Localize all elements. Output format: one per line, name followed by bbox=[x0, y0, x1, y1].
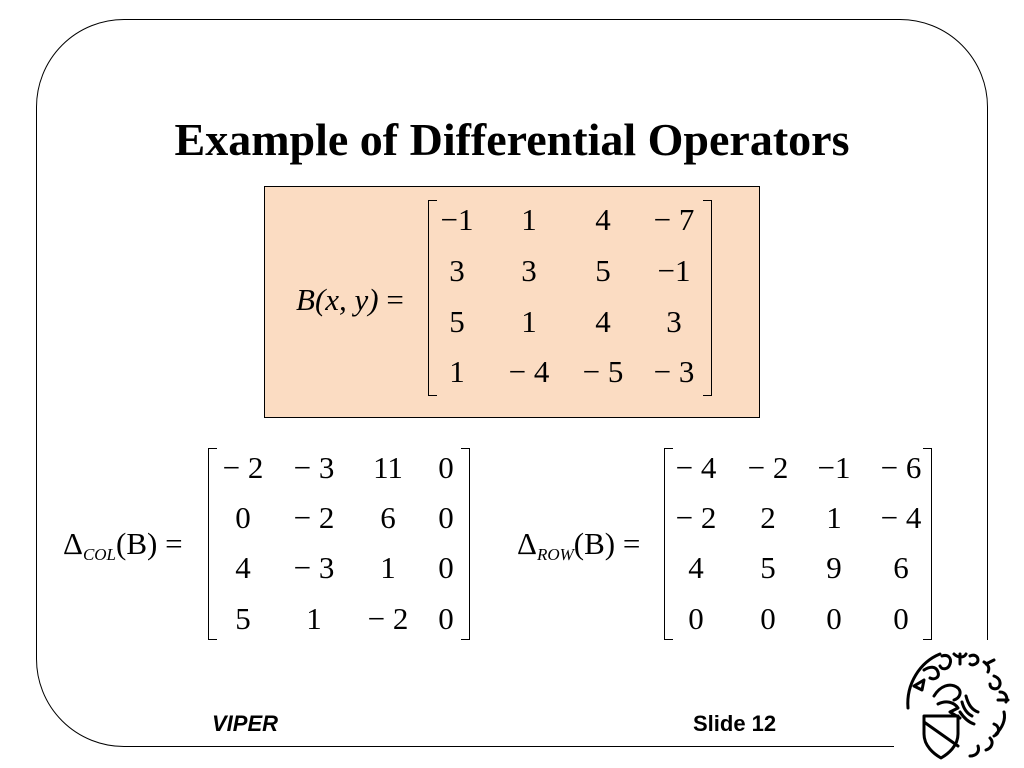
matrix-cell: 1 bbox=[449, 354, 465, 389]
matrix-cell: 0 bbox=[893, 601, 909, 636]
matrix-delta-col-left-bracket bbox=[208, 448, 217, 640]
matrix-delta-col: − 2 − 3 11 0 0 − 2 6 0 4 − 3 1 0 5 1 − 2 0 bbox=[208, 448, 470, 640]
matrix-cell: − 2 bbox=[222, 450, 264, 485]
matrix-cell: 1 bbox=[306, 601, 322, 636]
matrix-delta-row: − 4 − 2 −1 − 6 − 2 2 1 − 4 4 5 9 6 0 0 0 0 bbox=[664, 448, 932, 640]
matrix-cell: −1 bbox=[657, 253, 691, 288]
matrix-cell: 1 bbox=[521, 202, 537, 237]
delta-row-symbol: Δ bbox=[517, 526, 537, 561]
matrix-b: −1 1 4 − 7 3 3 5 −1 5 1 4 3 1 − 4 − 5 − 3 bbox=[428, 200, 712, 396]
matrix-cell: − 4 bbox=[508, 354, 550, 389]
matrix-cell: 4 bbox=[688, 550, 704, 585]
matrix-cell: 6 bbox=[380, 500, 396, 535]
matrix-delta-row-left-bracket bbox=[664, 448, 673, 640]
matrix-cell: − 5 bbox=[582, 354, 624, 389]
matrix-cell: 6 bbox=[893, 550, 909, 585]
matrix-b-left-bracket bbox=[428, 200, 437, 396]
delta-row-subscript: ROW bbox=[536, 545, 574, 564]
matrix-cell: − 3 bbox=[293, 550, 335, 585]
matrix-cell: 0 bbox=[826, 601, 842, 636]
matrix-b-lhs: B(x, y) = bbox=[296, 282, 404, 318]
matrix-cell: 0 bbox=[688, 601, 704, 636]
matrix-cell: −1 bbox=[817, 450, 851, 485]
matrix-cell: − 2 bbox=[293, 500, 335, 535]
matrix-cell: − 3 bbox=[293, 450, 335, 485]
matrix-b-fn: B bbox=[296, 282, 315, 317]
slide-title: Example of Differential Operators bbox=[174, 114, 850, 165]
delta-col-subscript: COL bbox=[82, 545, 117, 564]
delta-row-lhs: ΔROW(B) = bbox=[517, 526, 641, 564]
matrix-cell: 3 bbox=[521, 253, 537, 288]
delta-col-lhs: ΔCOL(B) = bbox=[63, 526, 183, 564]
matrix-delta-col-right-bracket bbox=[461, 448, 470, 640]
matrix-cell: 4 bbox=[595, 304, 611, 339]
matrix-cell: 5 bbox=[760, 550, 776, 585]
matrix-cell: 0 bbox=[438, 450, 454, 485]
matrix-cell: 11 bbox=[373, 450, 403, 485]
matrix-cell: − 4 bbox=[880, 500, 922, 535]
matrix-b-box bbox=[264, 186, 760, 418]
matrix-cell: 9 bbox=[826, 550, 842, 585]
purdue-seal-logo bbox=[906, 652, 1010, 760]
matrix-b-equals: = bbox=[386, 282, 404, 317]
matrix-cell: 1 bbox=[826, 500, 842, 535]
matrix-cell: 1 bbox=[521, 304, 537, 339]
matrix-cell: 0 bbox=[438, 550, 454, 585]
matrix-cell: − 2 bbox=[747, 450, 789, 485]
matrix-cell: − 2 bbox=[675, 500, 717, 535]
delta-col-symbol: Δ bbox=[63, 526, 83, 561]
matrix-cell: 3 bbox=[666, 304, 682, 339]
matrix-b-right-bracket bbox=[703, 200, 712, 396]
matrix-cell: 0 bbox=[438, 601, 454, 636]
matrix-cell: 5 bbox=[449, 304, 465, 339]
matrix-cell: 3 bbox=[449, 253, 465, 288]
matrix-cell: 5 bbox=[235, 601, 251, 636]
delta-row-arg: (B) bbox=[573, 526, 616, 561]
matrix-b-args: (x, y) bbox=[314, 282, 379, 317]
matrix-cell: 4 bbox=[595, 202, 611, 237]
matrix-cell: − 7 bbox=[653, 202, 695, 237]
matrix-delta-row-right-bracket bbox=[923, 448, 932, 640]
delta-col-equals: = bbox=[165, 526, 183, 561]
matrix-cell: − 3 bbox=[653, 354, 695, 389]
matrix-cell: 0 bbox=[235, 500, 251, 535]
matrix-cell: − 2 bbox=[367, 601, 409, 636]
slide-frame bbox=[36, 19, 988, 747]
matrix-cell: − 6 bbox=[880, 450, 922, 485]
matrix-cell: 5 bbox=[595, 253, 611, 288]
matrix-cell: −1 bbox=[440, 202, 474, 237]
matrix-cell: 1 bbox=[380, 550, 396, 585]
matrix-cell: 2 bbox=[760, 500, 776, 535]
matrix-cell: 4 bbox=[235, 550, 251, 585]
delta-row-equals: = bbox=[622, 526, 641, 561]
footer-viper: VIPER bbox=[212, 711, 279, 736]
delta-col-arg: (B) bbox=[116, 526, 158, 561]
matrix-cell: 0 bbox=[438, 500, 454, 535]
matrix-cell: 0 bbox=[760, 601, 776, 636]
footer-slide-number: Slide 12 bbox=[693, 711, 777, 736]
matrix-cell: − 4 bbox=[675, 450, 717, 485]
